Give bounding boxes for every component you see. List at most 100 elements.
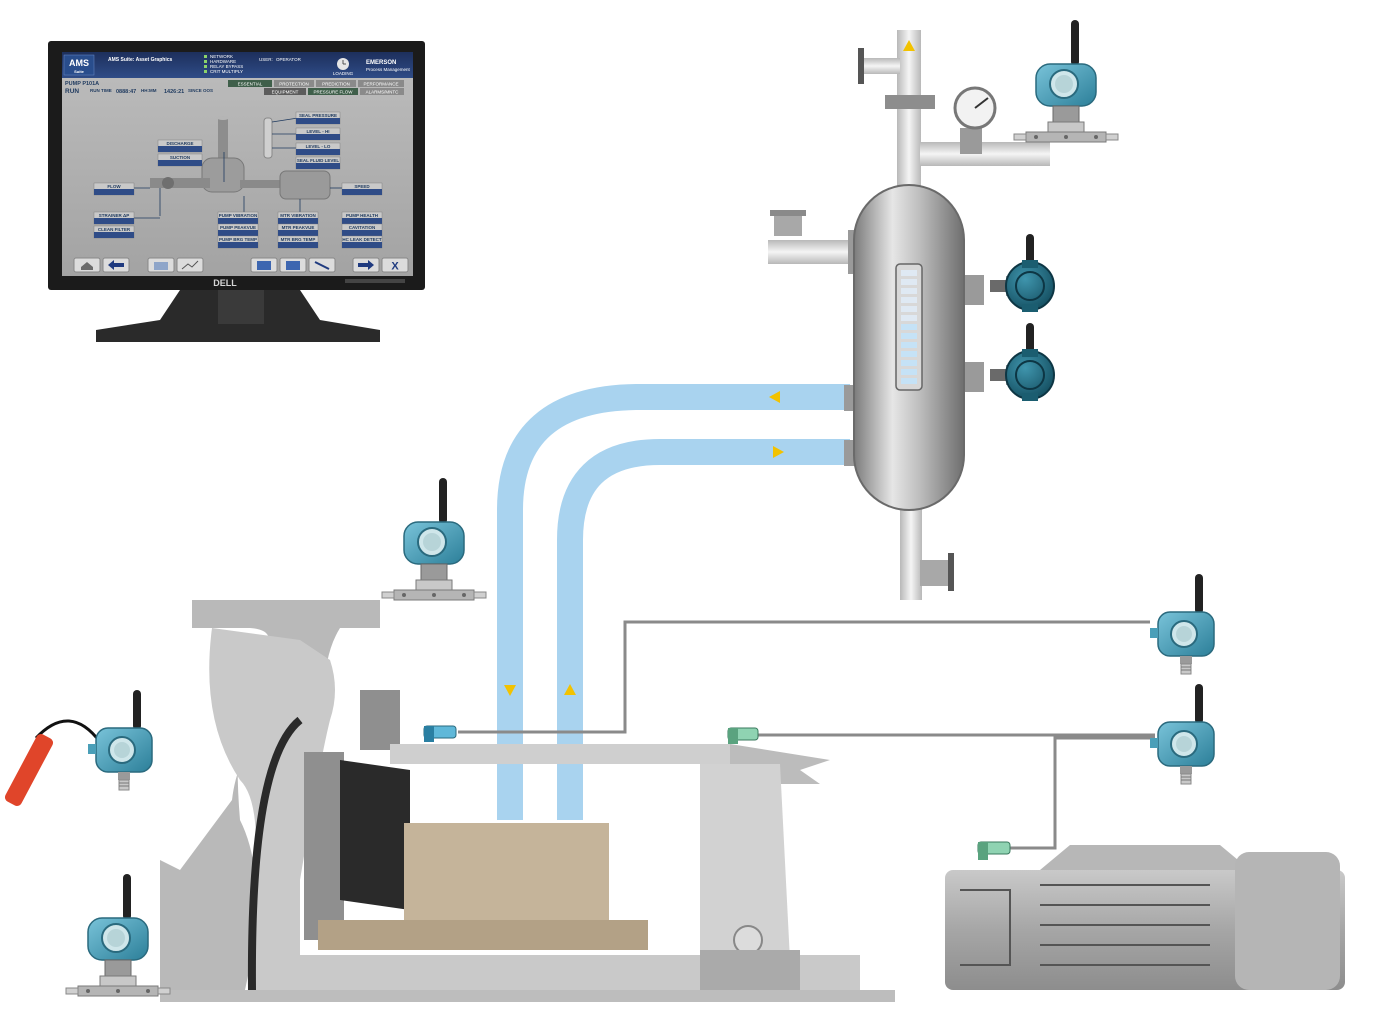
sensor-wiring [458, 620, 1155, 850]
level-hi-label: LEVEL - HI [307, 129, 330, 134]
discharge-label: DISCHARGE [166, 141, 193, 146]
pump-health-label: PUMP HEALTH [346, 213, 378, 218]
screen-nav-bar: X [73, 257, 409, 273]
pump [160, 600, 895, 1002]
bearing-frame-top [390, 744, 730, 764]
tab-label: PRESSURE FLOW [313, 90, 353, 95]
folder-icon [154, 262, 168, 270]
app-header [62, 52, 413, 78]
bearing-pedestal [700, 764, 790, 960]
tab-label: ESSENTIAL [238, 82, 263, 87]
runtime-unit: HH:MM [141, 88, 157, 93]
vent-pipe [897, 30, 921, 200]
tab-label: EQUIPMENT [272, 90, 299, 95]
tab-essential[interactable] [228, 80, 272, 87]
tab-equipment[interactable] [264, 88, 306, 95]
tab-row-bottom: EQUIPMENT PRESSURE FLOW ALARMS/MNTC [264, 88, 404, 95]
temperature-transmitter-head [87, 689, 153, 791]
user-label: USER: [259, 57, 273, 62]
seal-pot-assembly [768, 19, 1119, 600]
baseplate [160, 990, 895, 1002]
status-panel: NETWORK HARDWARE RELAY BYPASS CRIT MULTI… [204, 54, 243, 74]
fill-line [768, 240, 858, 264]
tab-performance[interactable] [358, 80, 404, 87]
tab-pressure-flow[interactable] [308, 88, 358, 95]
tab-label: PROTECTION [279, 82, 309, 87]
runtime-value: 0888:47 [116, 89, 136, 95]
discharge-pressure-transmitter [381, 477, 487, 601]
accelerometer-pump [423, 725, 457, 742]
suction-label: SUCTION [170, 155, 190, 160]
pump-impeller-outline [247, 716, 303, 991]
suction-pressure-transmitter [65, 873, 171, 997]
home-icon [81, 262, 93, 270]
runtime-label: RUN TIME [90, 88, 112, 93]
tab-prediction[interactable] [316, 80, 356, 87]
monitor: DELL AMS Suite AMS Suite: Asset Graphics… [48, 41, 425, 342]
tab-label: PREDICTION [322, 82, 350, 87]
mtr-vibration-label: MTR VIBRATION [280, 213, 315, 218]
pipe-flange [885, 95, 935, 109]
tab-protection[interactable] [274, 80, 314, 87]
temperature-probe [4, 733, 54, 807]
bearing-housing [404, 823, 609, 923]
chart-icon [181, 260, 199, 270]
pump-brg-temp-label: PUMP BRG TEMP [219, 237, 257, 242]
pump-casing [160, 600, 380, 990]
drain-valve [920, 560, 948, 586]
close-icon: X [391, 261, 399, 273]
drain-pipe [900, 505, 922, 600]
close-button[interactable] [381, 257, 409, 273]
status-line: RELAY BYPASS [210, 64, 243, 69]
pump-backplate [304, 752, 344, 940]
motor-vibration-transmitter [1149, 683, 1215, 785]
tab-alarms[interactable] [360, 88, 404, 95]
seal-supply-line [557, 439, 850, 820]
status-line: CRIT MULTIPLY [210, 69, 243, 74]
loading-label: LOADING [333, 71, 354, 76]
pump-vibration-label: PUMP VIBRATION [219, 213, 258, 218]
seal-pressure-label: SEAL PRESSURE [299, 113, 337, 118]
ams-logo-sub: Suite [74, 69, 85, 74]
tab-label: ALARMS/MNTC [366, 90, 400, 95]
level-transmitter-lo [989, 322, 1055, 402]
since-oos-label: SINCE OOS [188, 88, 213, 93]
tab-label: PERFORMANCE [363, 82, 398, 87]
pump-state: RUN [65, 88, 79, 95]
arrow-right-icon [358, 260, 374, 270]
temperature-transmitter [4, 689, 153, 807]
strainer-dp-label: STRAINER ΔP [99, 213, 130, 218]
accelerometer-motor [977, 841, 1011, 860]
hc-leak-detect-label: HC LEAK DETECT [342, 237, 382, 242]
mtr-peakvue-label: MTR PEAKVUE [282, 225, 315, 230]
wrench-icon [314, 261, 330, 270]
ams-logo: AMS [69, 58, 89, 68]
pump-peakvue-label: PUMP PEAKVUE [220, 225, 256, 230]
tab-row-top: ESSENTIAL PROTECTION PREDICTION PERFORMA… [228, 80, 404, 87]
pump-name: PUMP P101A [65, 81, 99, 87]
arrow-left-icon [108, 260, 124, 270]
status-line: HARDWARE [210, 59, 236, 64]
gauge-line [920, 142, 1050, 166]
seal-pressure-transmitter [1013, 19, 1119, 143]
list-icon [286, 261, 300, 270]
clean-filter-label: CLEAN FILTER [98, 227, 131, 232]
level-lo-label: LEVEL - LO [306, 144, 331, 149]
emerson-logo: EMERSON [366, 60, 396, 66]
emerson-sub: Process Management [366, 67, 411, 72]
mini-schematic [130, 116, 344, 219]
app-title: AMS Suite: Asset Graphics [108, 57, 172, 63]
monitor-icon [257, 261, 271, 270]
seal-fluid-lines [497, 384, 850, 820]
user-value: OPERATOR [276, 57, 302, 62]
accelerometer-bearing [727, 727, 759, 744]
screen-labels: DISCHARGE SUCTION FLOW STRAINER ΔP CLEAN… [93, 111, 383, 249]
monitor-brand-logo: DELL [213, 278, 237, 288]
motor-junction-box [1040, 845, 1250, 870]
speed-label: SPEED [354, 184, 370, 189]
since-oos-value: 1426:21 [164, 89, 184, 95]
seal-return-line [497, 384, 850, 820]
level-transmitter-hi [989, 233, 1055, 313]
motor [945, 845, 1345, 990]
